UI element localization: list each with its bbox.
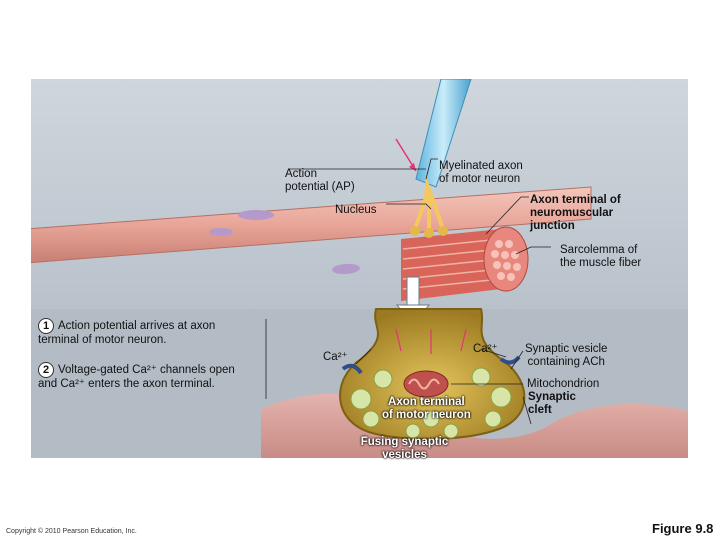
myofibril-cutaway <box>401 226 529 301</box>
leader-lines <box>265 158 551 425</box>
synaptic-vesicles <box>350 367 512 439</box>
nucleus-2 <box>332 263 360 275</box>
myelinated-axon <box>395 79 472 238</box>
copyright-notice: Copyright © 2010 Pearson Education, Inc. <box>6 528 137 535</box>
label-ca-right: Ca²⁺ <box>473 343 498 355</box>
inset-panel <box>31 308 688 458</box>
ca-channel-left <box>341 363 363 375</box>
nucleus-3 <box>209 228 233 236</box>
label-ca-left: Ca²⁺ <box>323 351 348 363</box>
figure-number: Figure 9.8 <box>652 521 714 536</box>
step-2-number: 2 <box>38 362 54 378</box>
label-mitochondrion: Mitochondrion <box>527 378 600 390</box>
step-1-text: Action potential arrives at axon termina… <box>38 320 216 346</box>
step-2-text: Voltage-gated Ca²⁺ channels open and Ca²… <box>38 364 235 390</box>
mitochondrion <box>403 370 449 398</box>
step-1-number: 1 <box>38 318 54 334</box>
muscle-fiber <box>31 186 592 275</box>
neuromuscular-junction-illustration <box>31 79 688 458</box>
label-nucleus: Nucleus <box>335 204 377 216</box>
nucleus-1 <box>238 210 274 220</box>
